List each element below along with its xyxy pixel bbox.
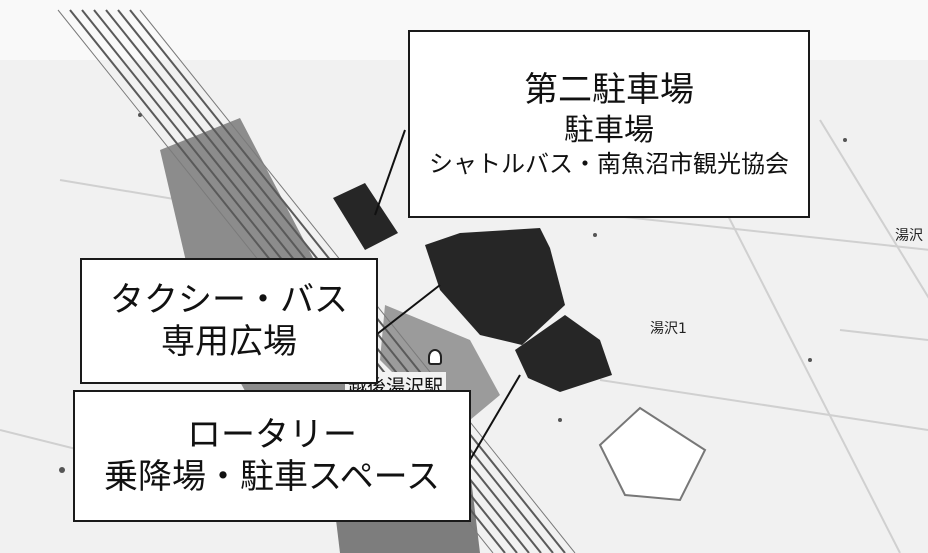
callout-parking-line1: 第二駐車場 xyxy=(524,70,694,110)
district-label: 湯沢1 xyxy=(650,321,687,337)
second-parking-lot xyxy=(333,183,398,250)
callout-rotary-line1: ロータリー xyxy=(187,414,357,455)
callout-parking-line3: シャトルバス・南魚沼市観光協会 xyxy=(429,150,789,178)
callout-rotary: ロータリー 乗降場・駐車スペース xyxy=(73,390,471,522)
callout-leader-lines xyxy=(371,129,521,461)
callout-taxi-bus-line1: タクシー・バス xyxy=(110,279,348,320)
callout-taxi-bus: タクシー・バス 専用広場 xyxy=(80,258,378,384)
callout-rotary-line2: 乗降場・駐車スペース xyxy=(104,457,440,497)
parking-lot xyxy=(425,228,565,345)
station-icon xyxy=(428,349,442,365)
rotary-area xyxy=(515,315,612,392)
outlined-lot xyxy=(598,406,707,502)
callout-parking: 第二駐車場 駐車場 シャトルバス・南魚沼市観光協会 xyxy=(408,30,810,218)
edge-district-label: 湯沢 xyxy=(895,228,923,244)
callout-taxi-bus-line2: 専用広場 xyxy=(161,322,297,362)
callout-parking-line2: 駐車場 xyxy=(564,112,654,148)
